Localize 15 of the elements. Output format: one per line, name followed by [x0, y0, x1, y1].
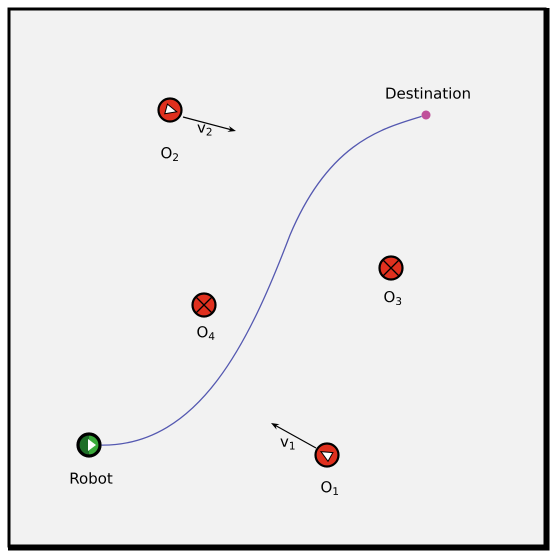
destination-label: Destination — [386, 87, 470, 99]
destination-point — [422, 110, 430, 120]
robot-marker — [76, 432, 102, 458]
robot-label: Robot — [70, 472, 112, 484]
robot-path — [102, 116, 422, 446]
obstacle-label: O$_{2}$ — [161, 147, 178, 161]
velocity-label: v$_{2}$ — [197, 124, 212, 136]
static-obstacle-marker — [191, 292, 217, 318]
moving-obstacle-marker — [314, 442, 340, 468]
obstacle-label: O$_{1}$ — [321, 481, 338, 495]
velocity-label: v$_{1}$ — [280, 438, 295, 450]
static-obstacle-marker — [378, 255, 404, 281]
obstacle-label: O$_{4}$ — [197, 326, 214, 340]
obstacle-label: O$_{3}$ — [384, 290, 402, 306]
moving-obstacle-marker — [157, 97, 183, 123]
